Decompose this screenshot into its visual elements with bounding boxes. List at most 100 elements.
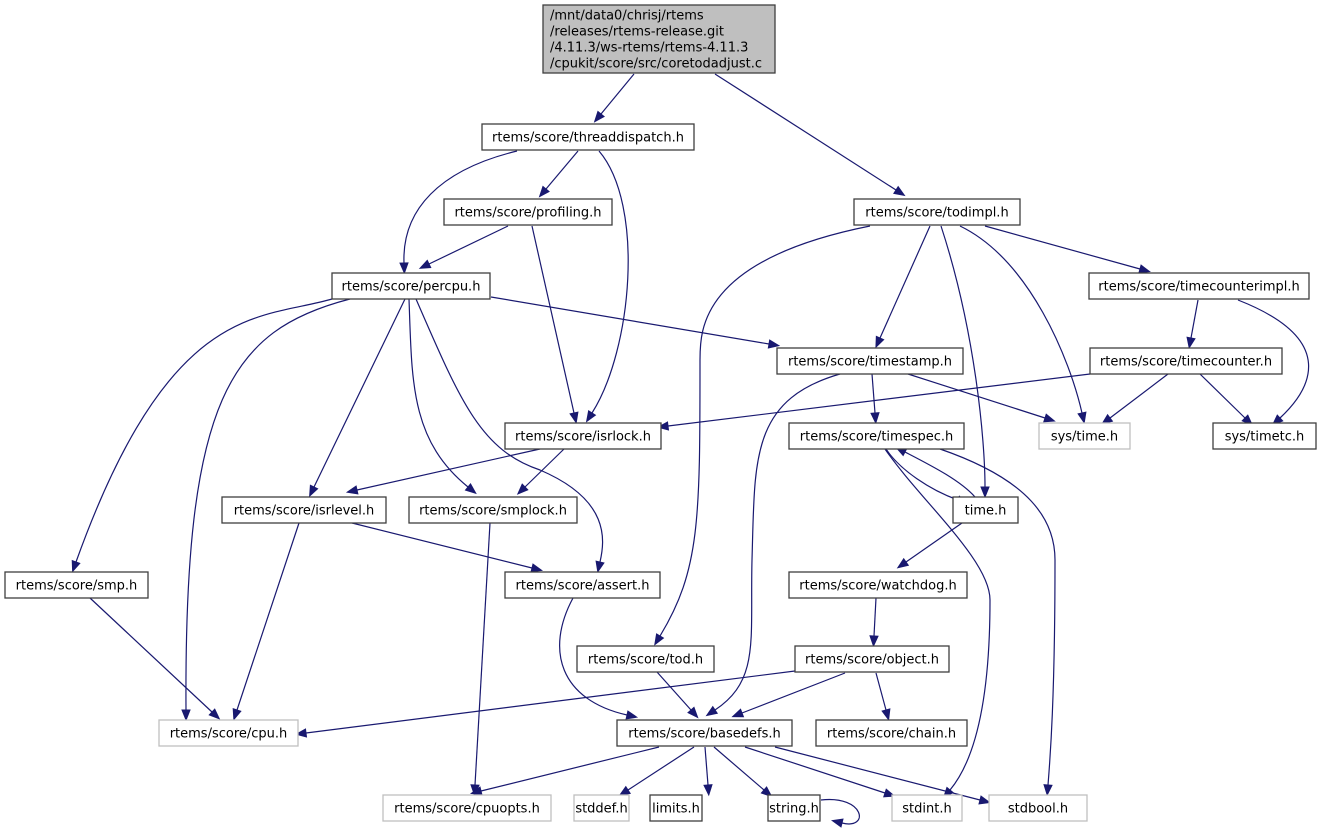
node-threaddispatch[interactable]: rtems/score/threaddispatch.h [481, 123, 695, 151]
edge-line [545, 150, 579, 190]
arrowhead-icon [978, 795, 991, 805]
edge-line [490, 296, 770, 345]
node-box [815, 719, 968, 747]
node-timecounter[interactable]: rtems/score/timecounter.h [1089, 347, 1283, 375]
node-box [542, 4, 776, 74]
arrowhead-icon [875, 335, 885, 349]
node-stdbool: stdbool.h [988, 794, 1088, 822]
node-label: rtems/score/isrlevel.h [234, 504, 375, 519]
arrowhead-icon [569, 411, 579, 425]
edge-basedefs-to-stdbool [774, 746, 991, 805]
node-basedefs[interactable]: rtems/score/basedefs.h [616, 719, 793, 747]
arrowhead-icon [731, 708, 745, 718]
arrowhead-icon [893, 185, 906, 197]
nodes-layer: /mnt/data0/chrisj/rtems/releases/rtems-r… [4, 4, 1317, 822]
node-timeh[interactable]: time.h [952, 496, 1019, 524]
edge-line [714, 73, 897, 191]
edge-line [667, 373, 1091, 427]
edge-line [714, 373, 841, 711]
edge-timestamp-to-timespec [870, 373, 880, 425]
edge-line [236, 522, 300, 711]
node-smp[interactable]: rtems/score/smp.h [4, 571, 149, 599]
node-object[interactable]: rtems/score/object.h [794, 645, 950, 673]
edge-root-to-todimpl [714, 73, 906, 197]
edge-percpu-to-smplock [408, 298, 477, 495]
arrowhead-icon [625, 710, 639, 720]
node-percpu[interactable]: rtems/score/percpu.h [331, 272, 491, 300]
edge-percpu-to-timestamp [490, 296, 781, 349]
arrowhead-icon [705, 705, 719, 717]
node-box [576, 645, 715, 673]
edge-line [185, 298, 351, 711]
node-smplock[interactable]: rtems/score/smplock.h [408, 496, 578, 524]
node-chain[interactable]: rtems/score/chain.h [815, 719, 968, 747]
edge-line [875, 672, 887, 711]
node-string[interactable]: string.h [767, 794, 821, 822]
node-isrlock[interactable]: rtems/score/isrlock.h [504, 422, 662, 450]
edge-line [1199, 373, 1246, 419]
node-profiling[interactable]: rtems/score/profiling.h [443, 198, 613, 226]
arrowhead-icon [1186, 336, 1196, 350]
node-label: rtems/score/todimpl.h [865, 206, 1008, 221]
node-box [573, 794, 630, 822]
node-todimpl[interactable]: rtems/score/todimpl.h [853, 198, 1021, 226]
node-systimetc[interactable]: sys/timetc.h [1212, 422, 1317, 450]
edge-line [871, 373, 876, 414]
node-box [988, 794, 1088, 822]
arrowhead-icon [1138, 264, 1151, 274]
node-box [649, 794, 703, 822]
arrowhead-icon [585, 410, 597, 423]
node-box [1088, 272, 1310, 300]
edge-todimpl-to-timeh [940, 225, 990, 499]
node-cpu: rtems/score/cpu.h [158, 719, 299, 747]
node-timecounterimpl[interactable]: rtems/score/timecounterimpl.h [1088, 272, 1310, 300]
edge-tod-to-basedefs [656, 671, 699, 719]
edge-line [939, 448, 1056, 786]
node-label: rtems/score/timespec.h [800, 430, 953, 445]
arrowhead-icon [767, 339, 781, 349]
edge-line [820, 798, 860, 825]
arrowhead-icon [593, 110, 605, 123]
node-isrlevel[interactable]: rtems/score/isrlevel.h [221, 496, 387, 524]
node-tod[interactable]: rtems/score/tod.h [576, 645, 715, 673]
edge-line [741, 672, 846, 714]
node-timespec[interactable]: rtems/score/timespec.h [788, 422, 965, 450]
edge-timecounter-to-systime [1100, 373, 1169, 425]
edge-basedefs-to-cpuopts [469, 746, 660, 796]
arrowhead-icon [294, 728, 308, 738]
node-timestamp[interactable]: rtems/score/timestamp.h [776, 347, 964, 375]
edge-line [480, 746, 660, 792]
node-label: string.h [769, 802, 819, 817]
arrowhead-icon [881, 708, 891, 721]
node-box [221, 496, 387, 524]
arrowhead-icon [399, 262, 409, 275]
edge-string-to-string [820, 798, 860, 828]
edge-line [474, 522, 491, 786]
edge-line [713, 746, 765, 791]
arrowhead-icon [345, 485, 359, 495]
edge-isrlock-to-isrlevel [345, 448, 541, 495]
edge-profiling-to-isrlock [531, 225, 579, 425]
edge-todimpl-to-timecounterimpl [984, 225, 1151, 274]
edge-line [351, 522, 533, 569]
arrowhead-icon [656, 421, 670, 431]
node-assert[interactable]: rtems/score/assert.h [504, 571, 661, 599]
node-label: rtems/score/smplock.h [419, 504, 567, 519]
edge-threaddispatch-to-percpu [399, 150, 518, 275]
edge-line [415, 298, 604, 563]
edge-percpu-to-cpu [181, 298, 351, 722]
node-root[interactable]: /mnt/data0/chrisj/rtems/releases/rtems-r… [542, 4, 776, 74]
node-box [952, 496, 1019, 524]
node-box [794, 645, 950, 673]
node-box [776, 347, 964, 375]
node-box [158, 719, 299, 747]
arrowhead-icon [464, 483, 477, 495]
edge-line [879, 225, 931, 339]
node-watchdog[interactable]: rtems/score/watchdog.h [788, 571, 968, 599]
node-limits[interactable]: limits.h [649, 794, 703, 822]
arrowhead-icon [1077, 411, 1087, 425]
edge-timecounterimpl-to-timecounter [1186, 299, 1199, 350]
node-systime: sys/time.h [1038, 422, 1131, 450]
node-label: limits.h [652, 802, 700, 817]
